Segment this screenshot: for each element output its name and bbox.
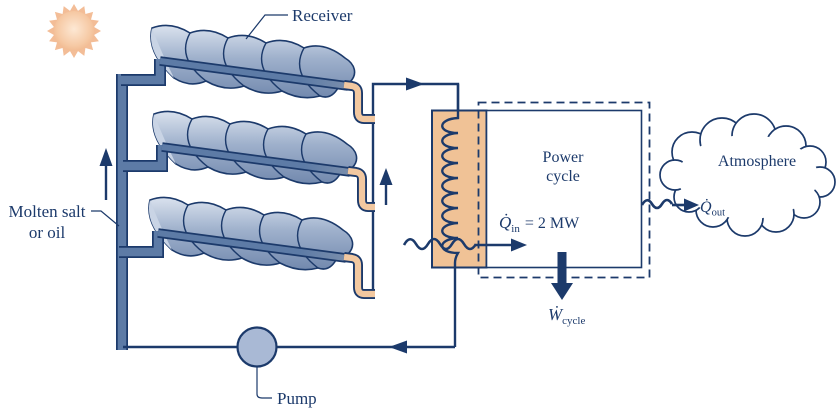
q-in-label: Q̇in= 2 MW xyxy=(499,213,580,235)
atmosphere-label: Atmosphere xyxy=(718,153,796,170)
flow-arrow-up-left xyxy=(99,148,113,200)
w-cycle-arrow xyxy=(551,252,573,300)
sun-icon xyxy=(47,4,101,58)
atmosphere-cloud xyxy=(659,113,836,237)
q-out-label: Q̇out xyxy=(700,198,725,218)
pump-circle xyxy=(236,326,278,399)
receiver-trough-3 xyxy=(119,197,353,269)
flow-arrow-left-icon xyxy=(389,340,407,354)
flow-arrow-right-icon xyxy=(406,77,424,91)
molten-salt-pointer-line xyxy=(91,210,120,227)
trough-outlet-elbow-2 xyxy=(347,166,375,212)
q-in-arrow xyxy=(402,237,527,252)
flow-arrow-up-right xyxy=(379,168,393,205)
power-cycle-box xyxy=(485,109,643,269)
receiver-label: Receiver xyxy=(292,6,353,25)
svg-text:cycle: cycle xyxy=(546,168,580,185)
molten-salt-label: Molten salt or oil xyxy=(9,202,86,242)
trough-outlet-elbow-1 xyxy=(343,80,375,124)
trough-outlet-elbow-3 xyxy=(343,252,375,299)
w-cycle-label: Ẇcycle xyxy=(548,305,585,327)
heat-exchanger xyxy=(431,109,488,269)
q-out-arrow xyxy=(640,198,699,212)
svg-text:or oil: or oil xyxy=(29,223,66,242)
heat-exchanger-coil xyxy=(441,84,461,347)
power-cycle-label: Power cycle xyxy=(543,149,585,185)
receiver-pointer-line xyxy=(245,14,288,40)
receiver-trough-1 xyxy=(121,25,355,97)
receiver-trough-2 xyxy=(123,111,357,183)
svg-text:Power: Power xyxy=(543,149,585,166)
return-pipe xyxy=(123,340,455,354)
svg-text:Molten salt: Molten salt xyxy=(9,202,86,221)
pump-pointer-line xyxy=(256,367,272,399)
pump-label: Pump xyxy=(277,389,317,408)
